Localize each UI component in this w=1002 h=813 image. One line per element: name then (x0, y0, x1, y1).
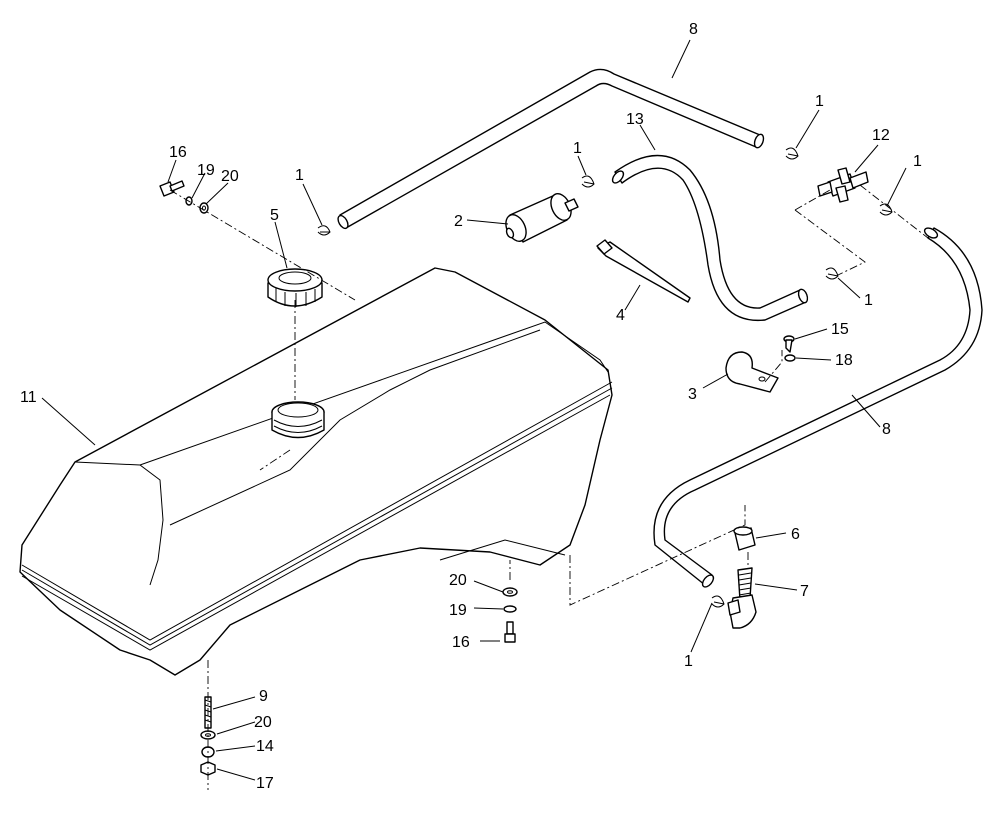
fitting-6 (733, 526, 756, 551)
hose-clamp-1f (711, 595, 725, 608)
callout-2: 2 (454, 213, 463, 230)
hose-clamp-1e (825, 267, 839, 280)
hose-clamp-bracket (725, 351, 779, 393)
callout-12: 12 (872, 127, 890, 144)
callout-13: 13 (626, 111, 644, 128)
callout-3: 3 (688, 386, 697, 403)
callout-1-b: 1 (573, 140, 582, 157)
assembly-lines (169, 184, 929, 790)
fuel-hose-13 (611, 154, 809, 322)
lockwasher-19-mid (503, 605, 517, 613)
callout-8-top: 8 (689, 21, 698, 38)
washer-20-mid (502, 587, 518, 597)
callout-1-d: 1 (913, 153, 922, 170)
hose-clamp-1b (581, 175, 595, 188)
fuel-cap (267, 268, 323, 307)
callout-labels: 8 8 1 1 1 1 1 1 12 13 16 19 20 5 2 4 15 … (20, 21, 922, 792)
fuel-filter (505, 193, 579, 243)
hose-clamp-1d (879, 203, 893, 216)
hose-clamp-1c (785, 147, 799, 160)
cable-tie (596, 239, 691, 303)
bolt-16-top (159, 180, 185, 197)
callout-20-top: 20 (221, 168, 239, 185)
callout-18: 18 (835, 352, 853, 369)
callout-15: 15 (831, 321, 849, 338)
callout-11: 11 (20, 389, 37, 406)
callout-1-e: 1 (864, 292, 873, 309)
washer-20-top (199, 202, 209, 214)
callout-16-mid: 16 (452, 634, 470, 651)
callout-1-c: 1 (815, 93, 824, 110)
callout-20-bottom: 20 (254, 714, 272, 731)
callout-1-f: 1 (684, 653, 693, 670)
callout-20-mid: 20 (449, 572, 467, 589)
bolt-16-mid (504, 621, 516, 643)
callout-17: 17 (256, 775, 274, 792)
tee-fitting (817, 167, 869, 203)
leader-lines (41, 39, 907, 781)
hose-clamp-1a (317, 225, 331, 236)
fuel-hose-upper (337, 68, 765, 230)
washer-18 (784, 354, 796, 362)
fuel-hose-lower (653, 227, 983, 588)
callout-19-top: 19 (197, 162, 215, 179)
callout-6: 6 (791, 526, 800, 543)
filter-screen-7 (727, 567, 757, 629)
callout-4: 4 (616, 307, 625, 324)
fuel-tank (19, 267, 613, 676)
callout-16-top: 16 (169, 144, 187, 161)
callout-19-mid: 19 (449, 602, 467, 619)
callout-1-a: 1 (295, 167, 304, 184)
screw-15 (783, 335, 795, 353)
callout-7: 7 (800, 583, 809, 600)
callout-5: 5 (270, 207, 279, 224)
callout-9: 9 (259, 688, 268, 705)
callout-14: 14 (256, 738, 274, 755)
callout-8-right: 8 (882, 421, 891, 438)
